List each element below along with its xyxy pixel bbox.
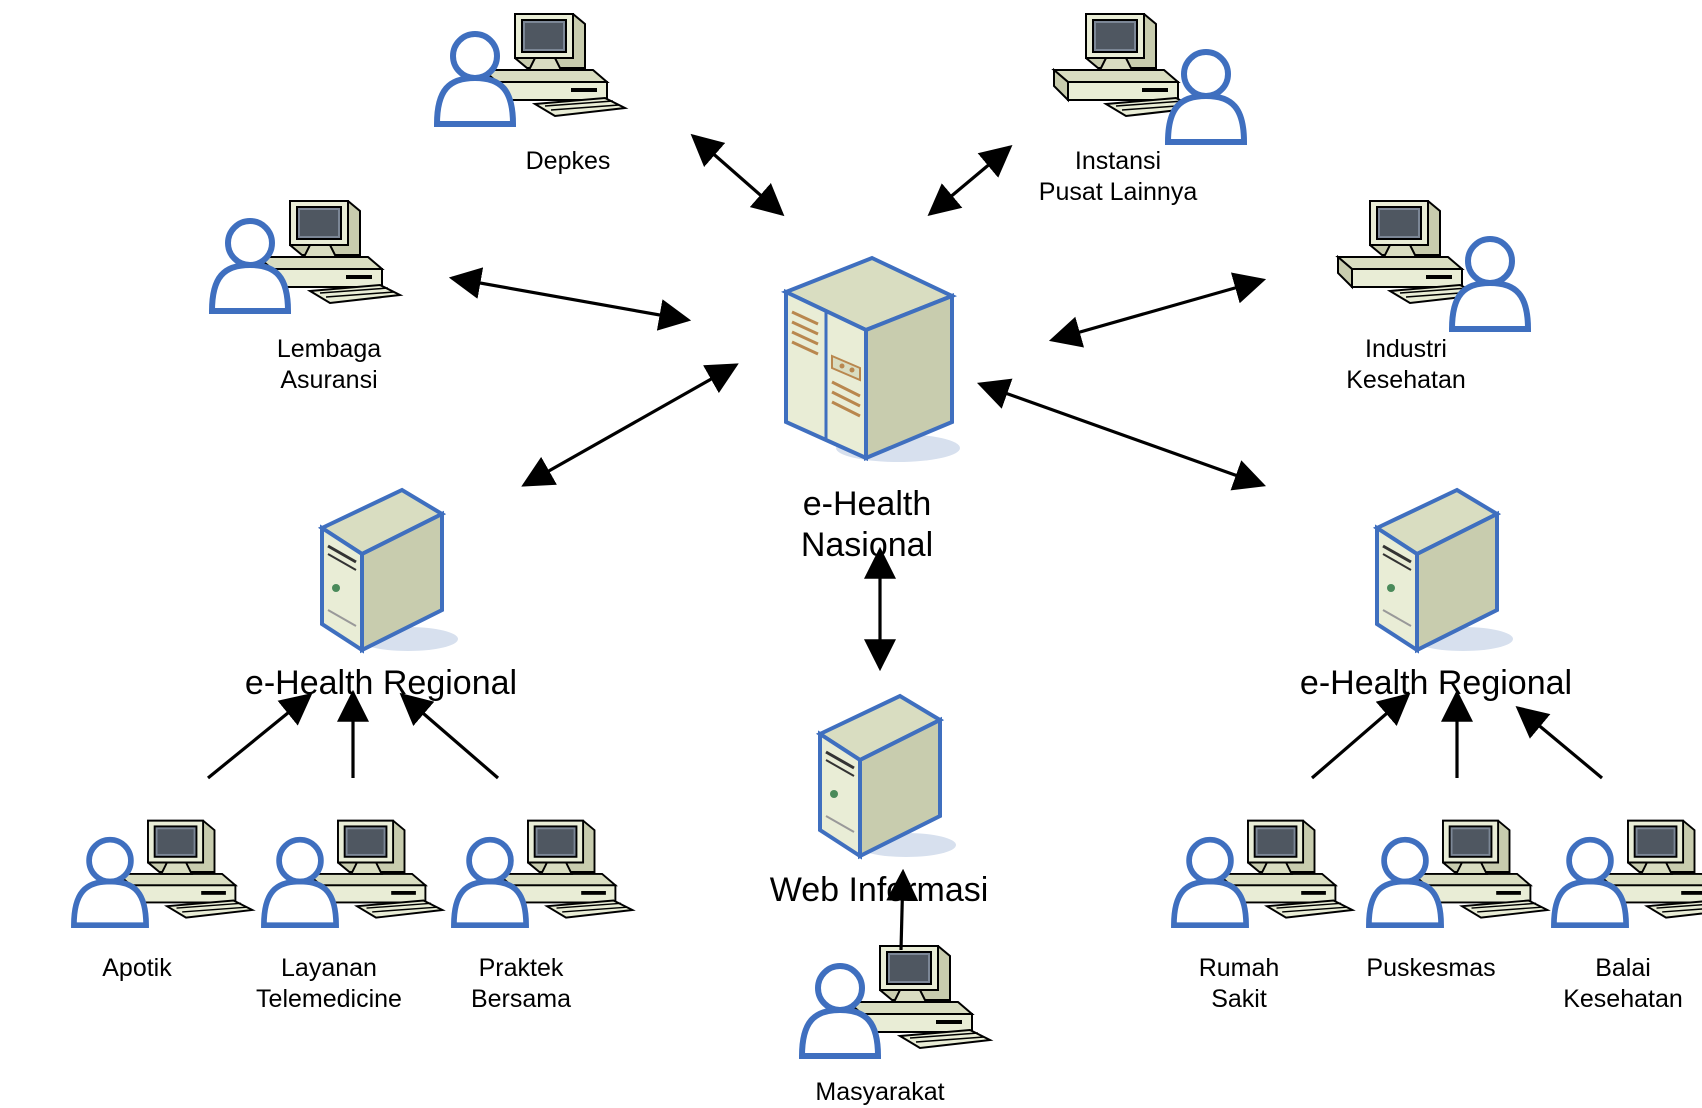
workstation-layanan <box>264 821 443 926</box>
edge-regional_left-to-nasional <box>524 365 736 485</box>
edge-industri-to-nasional <box>1052 280 1263 340</box>
workstation-puskesmas <box>1369 821 1548 926</box>
label-line: Apotik <box>102 953 171 984</box>
label-line: Bersama <box>471 984 571 1015</box>
label-line: Instansi <box>1039 146 1197 177</box>
label-line: Lembaga <box>277 334 381 365</box>
label-line: Depkes <box>526 146 611 177</box>
label-puskesmas: Puskesmas <box>1366 953 1495 984</box>
label-line: Puskesmas <box>1366 953 1495 984</box>
workstation-balai <box>1554 821 1702 926</box>
edge-regional_right-to-nasional <box>980 384 1263 485</box>
label-line: Asuransi <box>277 365 381 396</box>
label-line: Rumah <box>1199 953 1280 984</box>
workstation-apotik <box>74 821 253 926</box>
label-line: Balai <box>1563 953 1683 984</box>
label-web-informasi: Web Informasi <box>770 870 989 911</box>
workstation-masyarakat <box>802 946 990 1056</box>
label-line: Telemedicine <box>256 984 402 1015</box>
label-e-health-regional-right: e-Health Regional <box>1300 663 1572 704</box>
label-line: Nasional <box>801 525 933 566</box>
label-line: Web Informasi <box>770 870 989 911</box>
server-e-health-regional-right <box>1377 490 1513 651</box>
label-line: Pusat Lainnya <box>1039 177 1197 208</box>
workstation-instansi <box>1054 14 1244 142</box>
label-apotik: Apotik <box>102 953 171 984</box>
edge-rumah-to-regional_right <box>1312 695 1408 778</box>
edge-praktek-to-regional_left <box>402 695 498 778</box>
label-line: Praktek <box>471 953 571 984</box>
label-line: e-Health <box>801 484 933 525</box>
label-depkes: Depkes <box>526 146 611 177</box>
label-e-health-regional-left: e-Health Regional <box>245 663 517 704</box>
label-line: Kesehatan <box>1563 984 1683 1015</box>
label-line: Masyarakat <box>815 1077 944 1108</box>
edge-instansi-to-nasional <box>930 147 1010 214</box>
edge-depkes-to-nasional <box>693 136 782 214</box>
label-line: Sakit <box>1199 984 1280 1015</box>
edge-balai-to-regional_right <box>1518 708 1602 778</box>
workstation-lembaga <box>212 201 400 311</box>
label-line: Layanan <box>256 953 402 984</box>
label-line: e-Health Regional <box>1300 663 1572 704</box>
workstation-industri <box>1338 201 1528 329</box>
workstation-depkes <box>437 14 625 124</box>
label-line: Kesehatan <box>1346 365 1466 396</box>
label-masyarakat: Masyarakat <box>815 1077 944 1108</box>
label-line: Industri <box>1346 334 1466 365</box>
server-web-informasi <box>820 696 956 857</box>
workstation-rumah <box>1174 821 1353 926</box>
workstation-praktek <box>454 821 633 926</box>
server-e-health-nasional <box>786 258 960 462</box>
label-line: e-Health Regional <box>245 663 517 704</box>
edge-lembaga-to-nasional <box>452 278 688 320</box>
server-e-health-regional-left <box>322 490 458 651</box>
edge-apotik-to-regional_left <box>208 695 310 778</box>
